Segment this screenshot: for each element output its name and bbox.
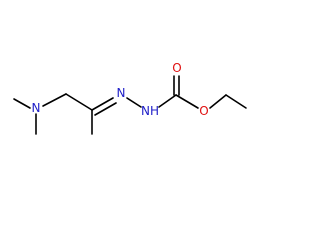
atom-label-ester-o: O [199,104,208,118]
bond-n-methyl-upper [13,98,31,109]
bond-c-n-double-b [94,102,117,116]
atom-label-nh: NH [141,104,159,118]
bond-ethyl-methyl [225,94,247,109]
atom-label-amine-n: N [32,101,41,115]
bond-ch2-c [65,93,93,111]
atom-label-carbonyl-o: O [172,61,181,75]
bond-nh-carbonyl-c [158,94,177,108]
structure-svg: N N NH O O [13,61,247,135]
bond-c-o-single [175,94,199,109]
molecule-structure-diagram: N N NH O O [13,61,247,135]
bond-n-ch2 [42,93,67,107]
atom-label-imine-n: N [117,86,126,100]
bond-layer [13,75,247,135]
atom-label-layer: N N NH O O [32,61,209,118]
bond-n-nh [126,97,142,108]
bond-c-n-double-a [91,97,114,111]
bond-o-ethyl [209,94,227,109]
